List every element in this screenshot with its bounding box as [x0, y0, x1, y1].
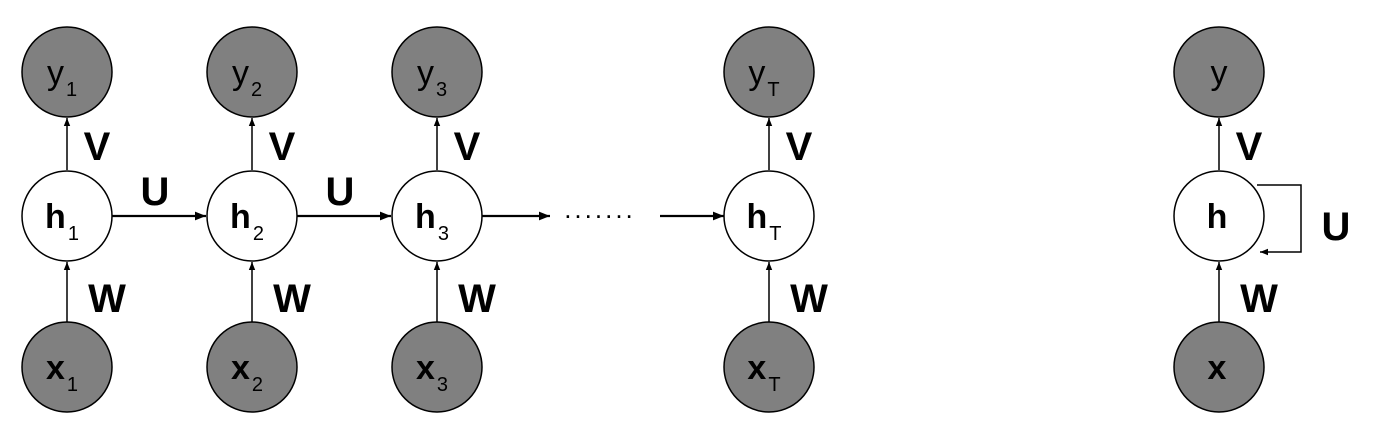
weight-v-T: V	[786, 125, 813, 169]
weight-w-T: W	[790, 277, 828, 321]
weight-u: U	[1322, 205, 1351, 249]
ellipsis: .......	[564, 194, 636, 224]
input-node-x	[1173, 321, 1265, 413]
weight-v-1: V	[84, 125, 111, 169]
weight-w-2: W	[273, 277, 311, 321]
input-label-x: x	[1208, 349, 1227, 387]
weight-v-2: V	[269, 125, 296, 169]
output-node-yT	[723, 26, 815, 118]
output-node-y	[1173, 26, 1265, 118]
output-label-y: y	[1211, 54, 1228, 92]
output-node-y3	[391, 26, 483, 118]
input-node-x2	[206, 321, 298, 413]
hidden-node-hT	[723, 170, 815, 262]
input-node-xT	[723, 321, 815, 413]
weight-v: V	[1236, 125, 1263, 169]
self-loop-edge	[1257, 184, 1302, 256]
weight-w-3: W	[458, 277, 496, 321]
weight-u-1: U	[141, 170, 170, 214]
weight-w: W	[1240, 277, 1278, 321]
output-node-y1	[21, 26, 113, 118]
weight-u-2: U	[326, 170, 355, 214]
input-node-x1	[21, 321, 113, 413]
hidden-label-h: h	[1207, 198, 1228, 236]
hidden-node-h2	[206, 170, 298, 262]
input-node-x3	[391, 321, 483, 413]
folded-rnn: y V h U W x	[1173, 26, 1351, 413]
hidden-node-h3	[391, 170, 483, 262]
hidden-node-h	[1173, 170, 1265, 262]
weight-w-1: W	[88, 277, 126, 321]
hidden-node-h1	[21, 170, 113, 262]
output-node-y2	[206, 26, 298, 118]
weight-v-3: V	[454, 125, 481, 169]
